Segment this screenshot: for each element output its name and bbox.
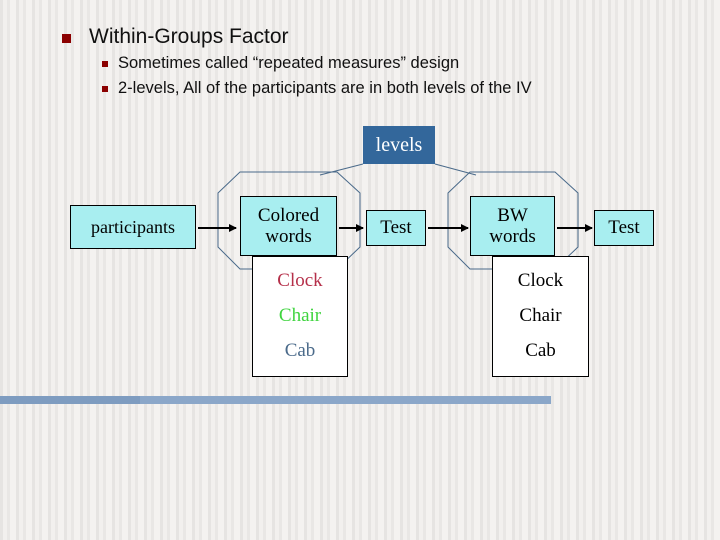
arrow-participants-to-colored	[198, 224, 237, 232]
arrow-colored-to-test1	[339, 224, 364, 232]
footer-rule	[0, 396, 551, 404]
node-colored-words-label-line2: words	[265, 226, 312, 247]
square-bullet-icon	[62, 34, 71, 43]
word-item: Chair	[278, 305, 322, 326]
slide-body-text: Within-Groups Factor Sometimes called “r…	[62, 24, 662, 100]
title-bullet-row: Within-Groups Factor	[62, 24, 662, 50]
word-item: Clock	[517, 270, 564, 291]
sub-bullet-list: Sometimes called “repeated measures” des…	[102, 52, 662, 100]
node-test-1-label: Test	[380, 217, 412, 239]
node-test-2: Test	[594, 210, 654, 246]
node-participants: participants	[70, 205, 196, 249]
bw-word-list: Clock Chair Cab	[492, 256, 589, 377]
sub-bullet-text: 2-levels, All of the participants are in…	[118, 79, 532, 98]
node-colored-words: Colored words	[240, 196, 337, 256]
square-sub-bullet-icon	[102, 86, 108, 93]
list-item: 2-levels, All of the participants are in…	[102, 77, 662, 100]
arrow-test1-to-bw	[428, 224, 469, 232]
node-test-2-label: Test	[608, 217, 640, 239]
leader-line-left	[319, 163, 364, 176]
page-title: Within-Groups Factor	[89, 25, 289, 48]
sub-bullet-text: Sometimes called “repeated measures” des…	[118, 54, 460, 73]
word-item: Cab	[284, 340, 316, 361]
leader-line-right	[434, 163, 477, 176]
arrow-bw-to-test2	[557, 224, 593, 232]
levels-callout-box: levels	[363, 126, 435, 164]
node-test-1: Test	[366, 210, 426, 246]
word-item: Chair	[519, 305, 562, 326]
footer-rule-accent	[0, 396, 140, 404]
word-item: Clock	[277, 270, 323, 291]
node-bw-words: BW words	[470, 196, 555, 256]
word-item: Cab	[525, 340, 556, 361]
node-bw-words-label-line1: BW	[497, 204, 528, 226]
node-bw-words-label-line2: words	[489, 226, 536, 247]
square-sub-bullet-icon	[102, 61, 108, 68]
levels-label: levels	[375, 133, 423, 156]
node-colored-words-label-line1: Colored	[257, 204, 320, 226]
node-participants-label: participants	[91, 216, 175, 237]
colored-word-list: Clock Chair Cab	[252, 256, 348, 377]
list-item: Sometimes called “repeated measures” des…	[102, 52, 662, 75]
